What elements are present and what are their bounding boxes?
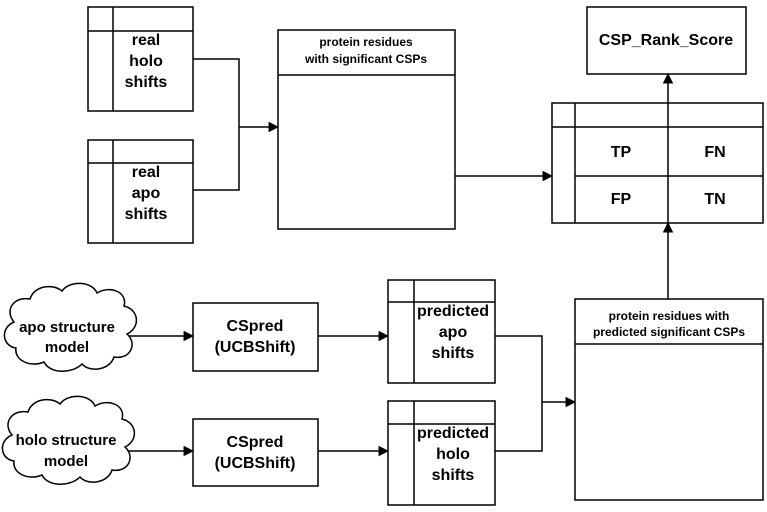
apo-structure-model-cloud: apo structure model: [3, 282, 138, 372]
holo-structure-line-2: model: [44, 453, 88, 470]
cspred-holo-line-1: CSpred: [227, 434, 284, 451]
predicted-apo-line-3: shifts: [432, 345, 475, 362]
merge-line-predicted: [495, 335, 543, 452]
predicted-csps-line-2: predicted significant CSPs: [593, 325, 745, 339]
holo-structure-line-1: holo structure: [16, 432, 117, 449]
predicted-holo-line-2: holo: [436, 446, 470, 463]
significant-csps-line-2: with significant CSPs: [304, 52, 427, 66]
cspred-holo-box: CSpred (UCBShift): [192, 418, 319, 487]
real-holo-shifts-table: real holo shifts: [87, 6, 194, 112]
connectors: [127, 58, 674, 457]
real-apo-line-3: shifts: [125, 206, 168, 223]
cspred-apo-line-2: (UCBShift): [215, 339, 296, 356]
cspred-apo-line-1: CSpred: [227, 318, 284, 335]
csp-rank-score-label: CSP_Rank_Score: [599, 32, 733, 49]
apo-structure-line-2: model: [45, 339, 89, 356]
real-holo-line-3: shifts: [125, 74, 168, 91]
cell-tp: TP: [611, 144, 632, 161]
real-apo-line-1: real: [132, 164, 160, 181]
cspred-holo-line-2: (UCBShift): [215, 455, 296, 472]
real-holo-line-1: real: [132, 32, 160, 49]
predicted-holo-shifts-table: predicted holo shifts: [387, 400, 496, 506]
cell-tn: TN: [704, 191, 725, 208]
apo-structure-line-1: apo structure: [19, 319, 115, 336]
significant-csps-box: protein residues with significant CSPs: [277, 29, 456, 230]
real-apo-line-2: apo: [132, 185, 161, 202]
confusion-matrix: TP FN FP TN: [551, 102, 764, 224]
predicted-apo-shifts-table: predicted apo shifts: [387, 279, 496, 384]
predicted-csps-line-1: protein residues with: [609, 309, 730, 323]
predicted-apo-line-1: predicted: [417, 303, 489, 320]
predicted-significant-csps-box: protein residues with predicted signific…: [574, 298, 764, 501]
cspred-apo-box: CSpred (UCBShift): [192, 302, 319, 372]
csp-rank-score-box: CSP_Rank_Score: [586, 6, 747, 75]
predicted-holo-line-1: predicted: [417, 425, 489, 442]
predicted-holo-line-3: shifts: [432, 467, 475, 484]
merge-line-real: [193, 58, 240, 191]
significant-csps-line-1: protein residues: [319, 35, 413, 49]
cell-fn: FN: [704, 144, 725, 161]
holo-structure-model-cloud: holo structure model: [1, 395, 136, 485]
real-holo-line-2: holo: [129, 53, 163, 70]
real-apo-shifts-table: real apo shifts: [87, 139, 194, 244]
predicted-apo-line-2: apo: [439, 324, 468, 341]
cell-fp: FP: [611, 191, 632, 208]
